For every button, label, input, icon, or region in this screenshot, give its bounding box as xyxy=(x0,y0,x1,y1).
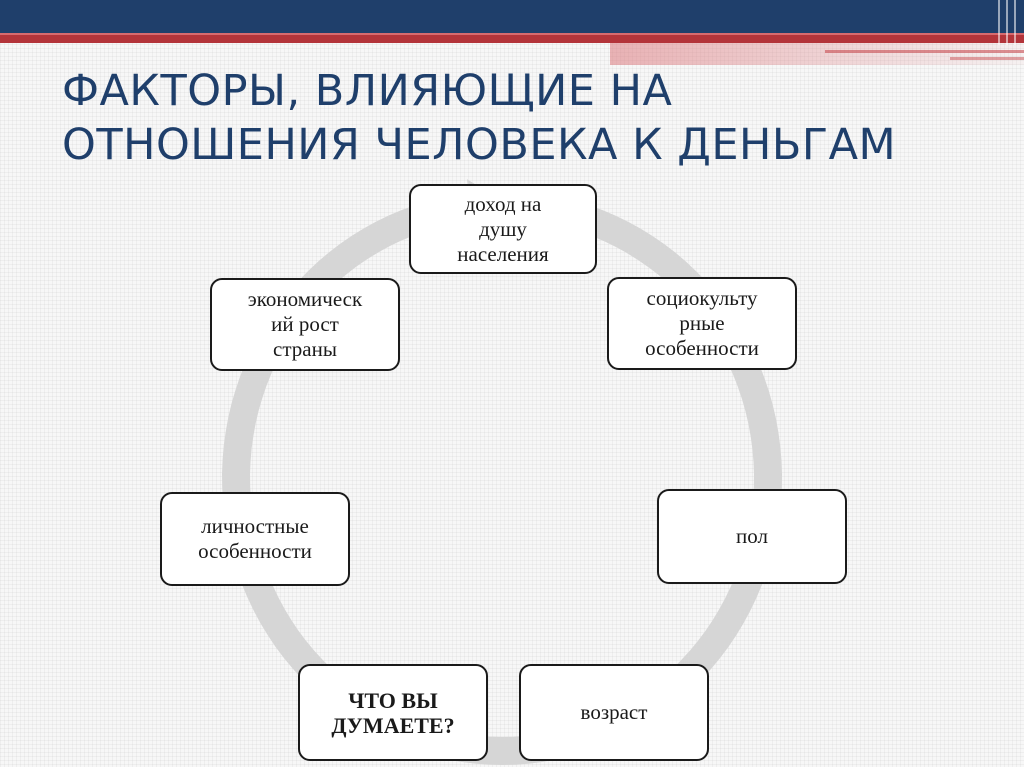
slide-title-line: ОТНОШЕНИЯ ЧЕЛОВЕКА К ДЕНЬГАМ xyxy=(62,120,897,170)
node-line: особенности xyxy=(198,539,312,563)
node-line: душу xyxy=(479,216,527,241)
slide-title-line: ФАКТОРЫ, ВЛИЯЮЩИЕ НА xyxy=(62,66,673,116)
node-income-text: доход на душу населения xyxy=(457,192,548,267)
header-fade-stripe xyxy=(610,43,1024,65)
node-line: ий рост xyxy=(271,312,339,336)
node-line: личностные xyxy=(201,514,309,538)
node-line: рные xyxy=(679,311,725,335)
node-line: социокульту xyxy=(646,286,758,310)
node-income: доход на душу населения xyxy=(409,184,597,274)
node-personal-text: личностные особенности xyxy=(198,514,312,564)
header-accent-stripe xyxy=(825,50,1024,53)
node-line: ЧТО ВЫ xyxy=(348,687,438,713)
node-line: доход на xyxy=(464,191,542,216)
node-growth-text: экономическ ий рост страны xyxy=(248,287,362,362)
node-question-text: ЧТО ВЫ ДУМАЕТЕ? xyxy=(331,688,454,738)
node-gender: пол xyxy=(657,489,847,584)
node-sociocultural-text: социокульту рные особенности xyxy=(645,286,759,361)
header-accent-stripe xyxy=(950,57,1024,60)
header-vertical-stripe xyxy=(998,0,1000,45)
header-red-band xyxy=(0,33,1024,43)
node-line: особенности xyxy=(645,336,759,360)
header-blue-band xyxy=(0,0,1024,33)
header-vertical-stripe xyxy=(1006,0,1008,45)
header-vertical-stripe xyxy=(1014,0,1016,45)
node-line: возраст xyxy=(580,700,648,724)
node-personal: личностные особенности xyxy=(160,492,350,586)
node-growth: экономическ ий рост страны xyxy=(210,278,400,371)
node-line: страны xyxy=(273,337,337,361)
node-question: ЧТО ВЫ ДУМАЕТЕ? xyxy=(298,664,488,761)
node-line: экономическ xyxy=(247,287,363,311)
node-line: населения xyxy=(457,241,549,266)
node-age: возраст xyxy=(519,664,709,761)
node-line: пол xyxy=(736,524,768,548)
slide-title: ФАКТОРЫ, ВЛИЯЮЩИЕ НА ОТНОШЕНИЯ ЧЕЛОВЕКА … xyxy=(62,64,982,172)
node-sociocultural: социокульту рные особенности xyxy=(607,277,797,370)
node-line: ДУМАЕТЕ? xyxy=(331,712,455,738)
